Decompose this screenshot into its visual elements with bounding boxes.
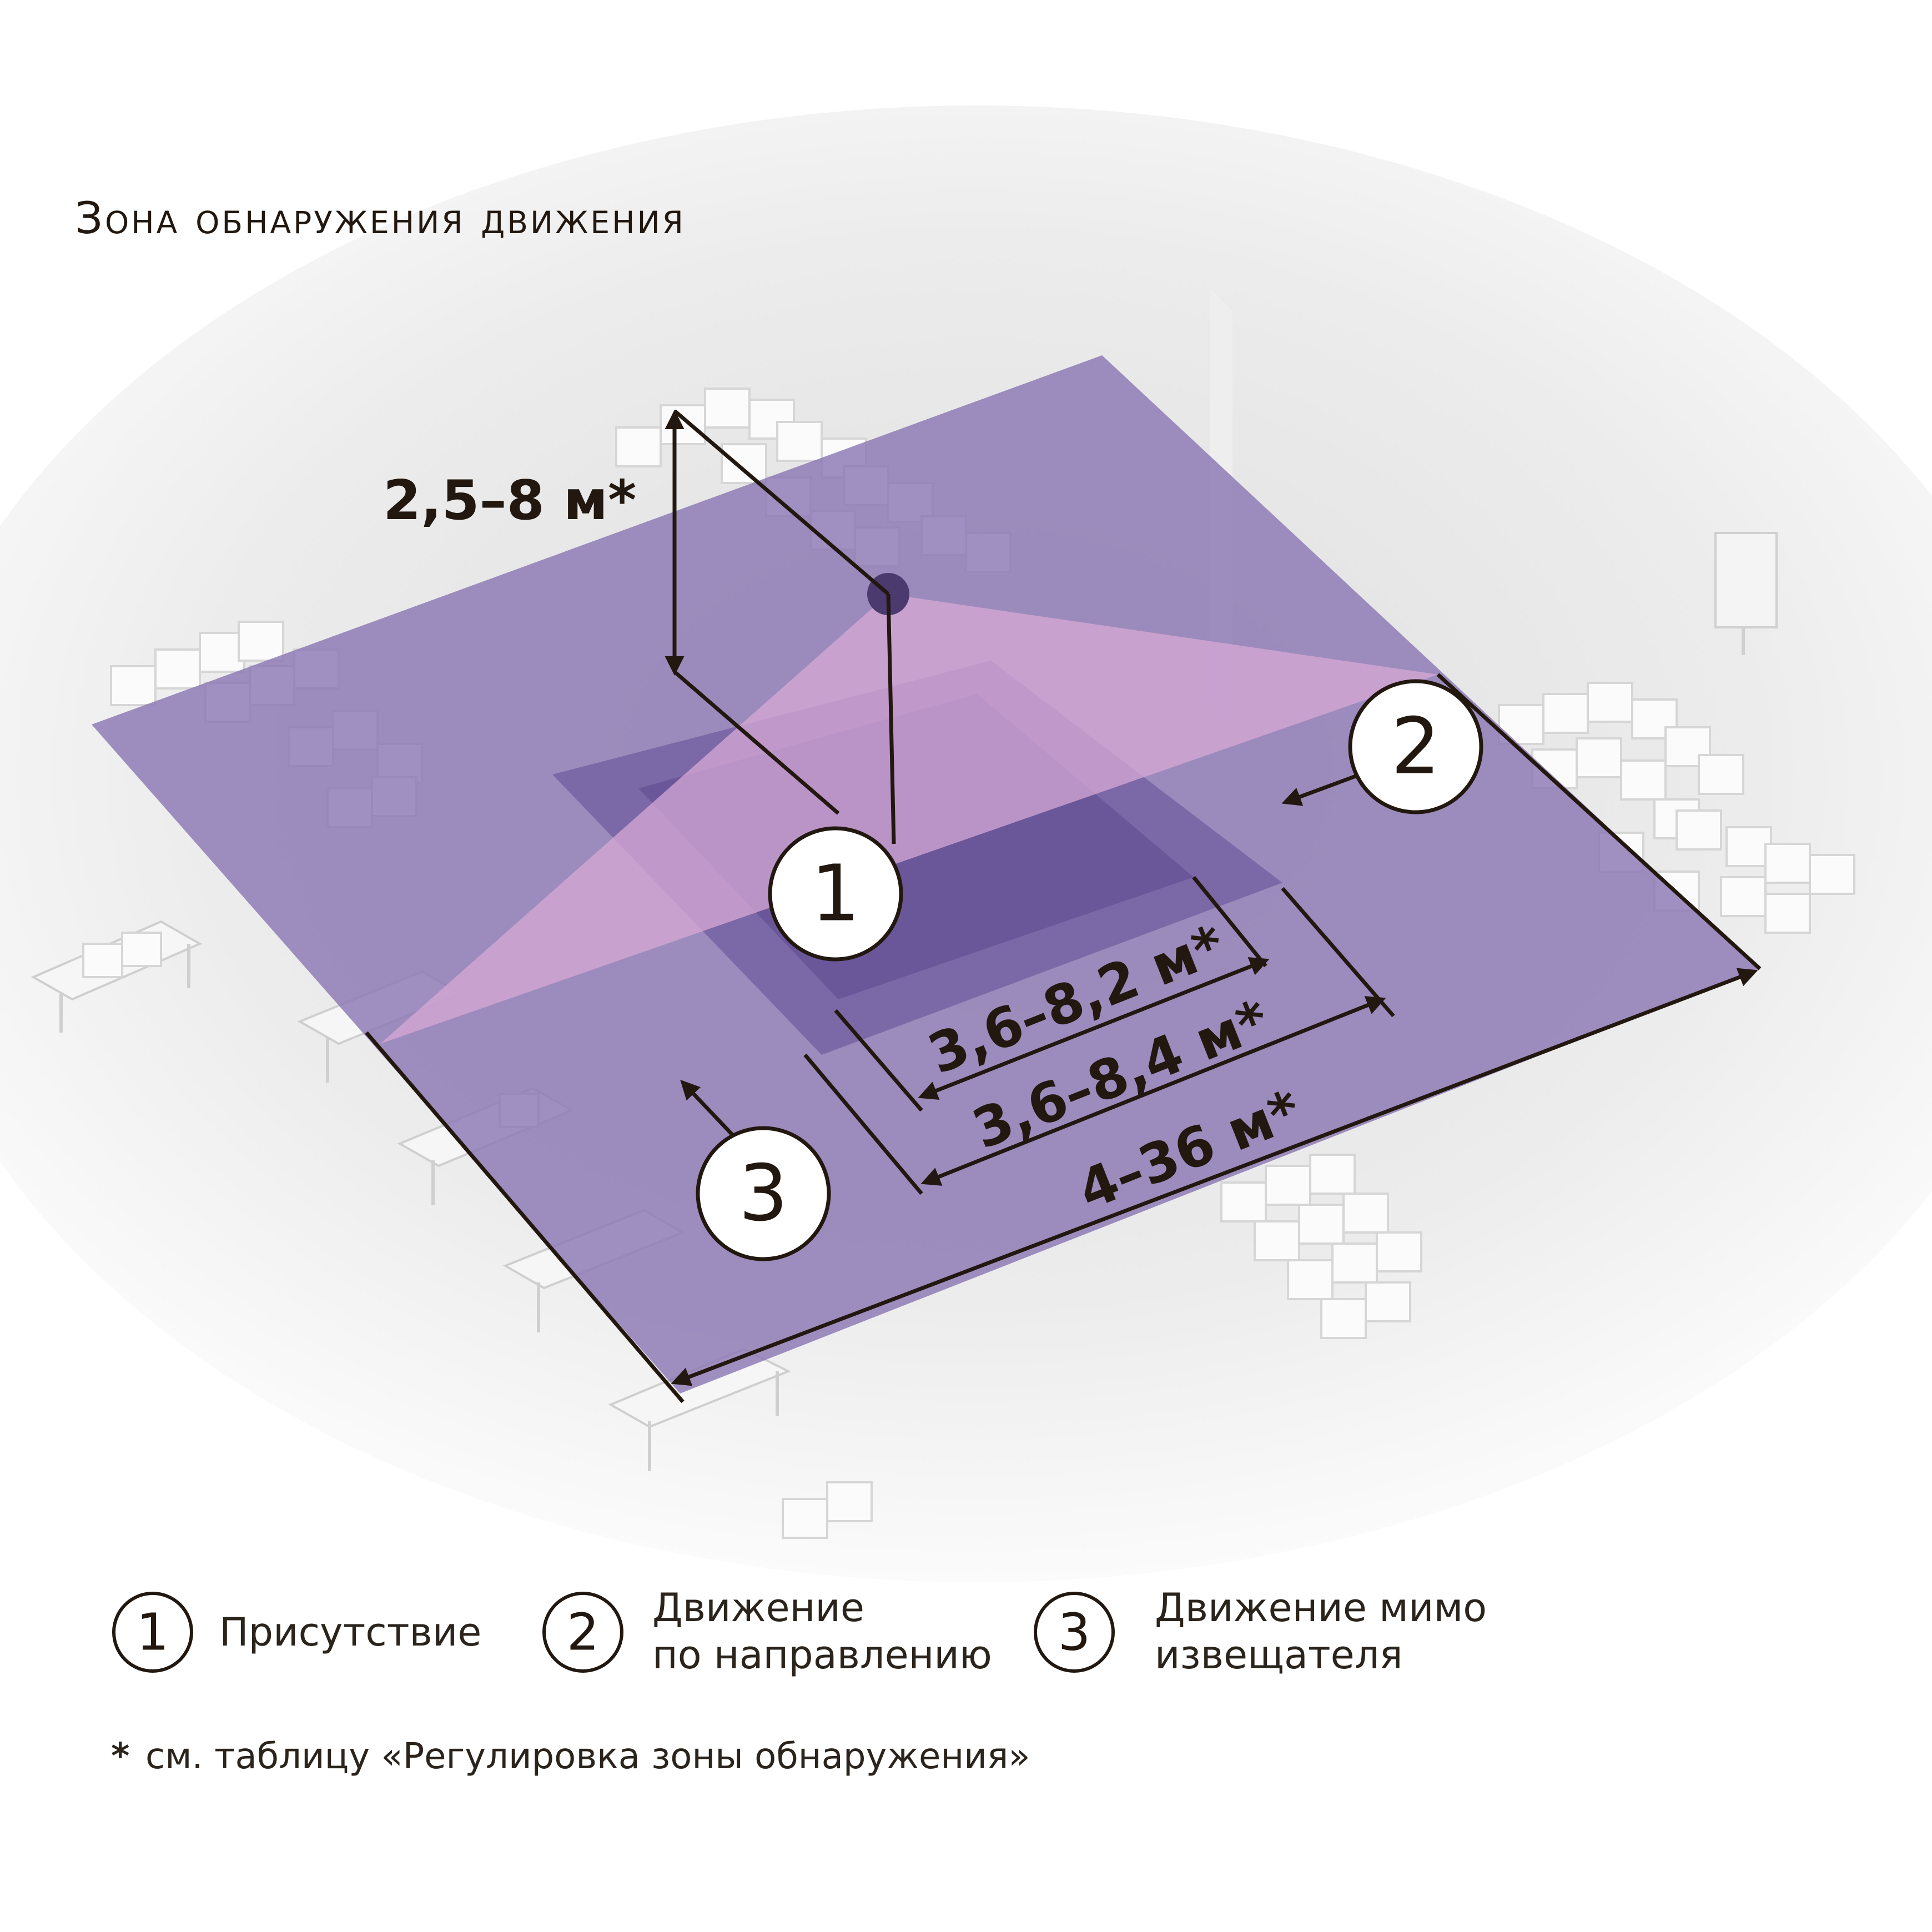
legend-1-line1: Присутствие: [219, 1609, 481, 1655]
direction-arrow-2: [1281, 772, 1361, 806]
legend-2-line1: Движение: [652, 1585, 864, 1631]
marker-2: 2: [1348, 679, 1483, 814]
direction-arrow-3: [680, 1079, 737, 1140]
footnote: * см. таблицу «Регулировка зоны обнаруже…: [111, 1736, 1030, 1777]
marker-1: 1: [768, 826, 903, 962]
legend-1-number: 1: [137, 1603, 169, 1662]
detection-beam: [380, 594, 1438, 1044]
tangential-arrow: [671, 968, 1758, 1386]
legend-3-line2: извещателя: [1155, 1632, 1403, 1678]
marker-2-number: 2: [1391, 702, 1440, 792]
legend-item-1: 1 Присутствие: [112, 1592, 481, 1673]
legend: 1 Присутствие 2 Движение по направлению …: [112, 1585, 1487, 1678]
legend-item-3: 3 Движение мимо извещателя: [1034, 1585, 1487, 1678]
marker1-leader: [886, 593, 896, 844]
height-top-leader: [673, 409, 890, 596]
tangential-ext-right: [1436, 673, 1762, 970]
legend-item-2: 2 Движение по направлению: [542, 1585, 992, 1678]
pallet-cluster-right: [1498, 682, 1855, 934]
tangential-ext-left: [365, 1031, 685, 1403]
marker-1-number: 1: [811, 849, 860, 939]
height-label: 2,5–8 м*: [383, 469, 636, 532]
footnote-text: см. таблицу «Регулировка зоны обнаружени…: [145, 1736, 1030, 1777]
dimension-lines: [365, 409, 1762, 1403]
marker-3-number: 3: [738, 1149, 788, 1239]
legend-3-number: 3: [1058, 1603, 1091, 1662]
page-title: Зона обнаружения движения: [75, 194, 686, 244]
height-bottom-leader: [673, 670, 840, 815]
footnote-mark: *: [111, 1736, 129, 1777]
detection-zone: [92, 355, 1760, 1393]
presence-ext-right: [1192, 876, 1267, 968]
forklift: [1714, 532, 1778, 655]
legend-3-line1: Движение мимо: [1155, 1585, 1487, 1631]
marker-3: 3: [696, 1126, 831, 1261]
legend-2-line2: по направлению: [652, 1632, 992, 1678]
legend-2-number: 2: [567, 1603, 600, 1662]
